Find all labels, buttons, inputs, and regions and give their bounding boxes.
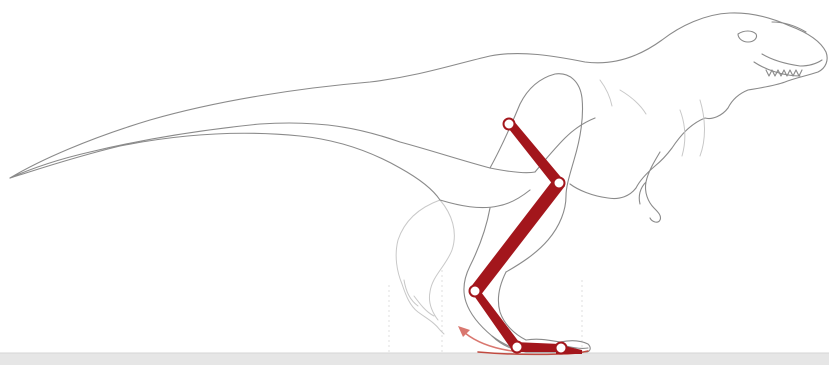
head-detail [738, 22, 822, 76]
knee-joint-icon [554, 178, 565, 189]
teeth-detail [766, 70, 802, 76]
far-leg-outline [396, 200, 454, 334]
leg-skeleton [470, 119, 583, 355]
tail-lower-outline [10, 133, 440, 200]
ankle-joint-icon [470, 286, 481, 297]
arm-outline [639, 152, 660, 222]
dinosaur-body-outline [10, 13, 827, 199]
tibia-bone [470, 180, 565, 296]
femur-bone [505, 120, 565, 186]
ground-strip [0, 353, 829, 365]
thigh-outline [490, 74, 583, 272]
toe-joint-icon [512, 342, 523, 353]
toe-tip-joint-icon [556, 343, 567, 354]
neck-wrinkles [600, 80, 705, 156]
hip-joint-icon [504, 119, 515, 130]
